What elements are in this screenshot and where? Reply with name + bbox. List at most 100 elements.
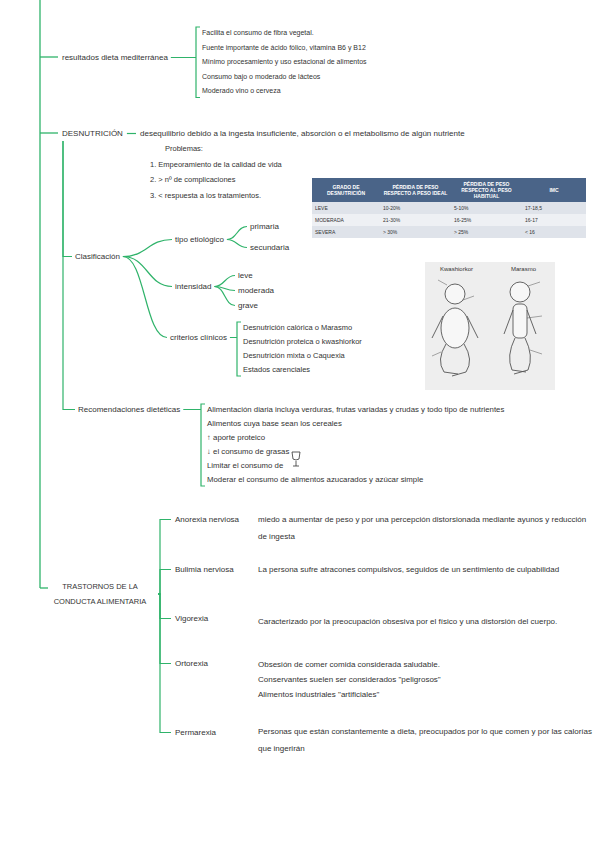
- node-text: Desnutrición calórica o Marasmo: [243, 321, 463, 335]
- mindmap-node: Alimentación diaria incluya verduras, fr…: [207, 403, 597, 487]
- bracket-connector: [183, 404, 205, 486]
- malnutrition-table: GRADO DE DESNUTRICIÓNPÉRDIDA DE PESO RES…: [312, 178, 586, 238]
- arms: [504, 310, 536, 334]
- branch-line: [158, 570, 171, 595]
- node-text: Estados carenciales: [243, 363, 463, 377]
- table-cell: 17-18,5: [522, 202, 586, 214]
- mindmap-node: Vigorexia: [175, 613, 208, 624]
- table-cell: 5-10%: [451, 202, 522, 214]
- table-cell: 10-20%: [380, 202, 451, 214]
- trunk-tick: [40, 132, 58, 133]
- branch-heading: Clasificación: [75, 251, 120, 262]
- node-text: Limitar el consumo de: [207, 459, 597, 473]
- branch-line: [123, 257, 172, 287]
- node-text: criterios clínicos: [170, 332, 227, 343]
- child-marasmo: [504, 282, 542, 374]
- node-text: primaria: [250, 221, 279, 232]
- trunk-tick: [40, 56, 58, 57]
- table-cell: LEVE: [312, 202, 380, 214]
- mindmap-node: Facilita el consumo de fibra vegetal.Fue…: [202, 26, 502, 99]
- mindmap-node: La persona sufre atracones compulsivos, …: [258, 561, 593, 578]
- node-text: Desnutrición mixta o Caquexia: [243, 349, 463, 363]
- trunk-line: [39, 0, 40, 588]
- node-text: Obsesión de comer comida considerada sal…: [258, 657, 593, 672]
- legs: [510, 338, 531, 374]
- node-text: Desnutrición proteica o kwashiorkor: [243, 335, 463, 349]
- node-text: DESNUTRICIÓN: [62, 128, 123, 139]
- branch-line: [227, 240, 247, 248]
- mindmap-node: Obsesión de comer comida considerada sal…: [258, 657, 593, 702]
- node-text: Conservantes suelen ser considerados "pe…: [258, 672, 593, 687]
- branch-line: [123, 240, 172, 257]
- mindmap-node: secundaria: [250, 242, 289, 253]
- mindmap-node: Desnutrición calórica o MarasmoDesnutric…: [243, 321, 463, 377]
- node-text: grave: [238, 300, 258, 311]
- topic-heading: DESNUTRICIÓN: [62, 128, 123, 139]
- table-cell: > 30%: [380, 226, 451, 238]
- node-text: Problemas:: [165, 141, 340, 157]
- node-text: Clasificación: [75, 251, 120, 262]
- glass-icon: [292, 452, 300, 466]
- node-text: Permarexia: [175, 727, 216, 738]
- mindmap-node: Personas que están constantemente a diet…: [258, 723, 593, 757]
- head: [445, 284, 465, 304]
- leader-lines: [527, 282, 542, 354]
- table-header-cell: IMC: [522, 178, 586, 202]
- node-text: Alimentos cuya base sean los cereales: [207, 417, 597, 431]
- bracket-connector: [171, 27, 200, 98]
- node-text: Consumo bajo o moderado de lácteos: [202, 70, 502, 85]
- node-text: Vigorexia: [175, 613, 208, 624]
- table-cell: MODERADA: [312, 214, 380, 226]
- node-text: Fuente importante de ácido fólico, vitam…: [202, 41, 502, 56]
- branch-line: [63, 141, 72, 257]
- mindmap-node: Caracterizado por la preocupación obsesi…: [258, 613, 593, 630]
- arms: [432, 316, 478, 338]
- mindmap-node: criterios clínicos: [170, 332, 227, 343]
- table-cell: < 16: [522, 226, 586, 238]
- node-text: Anorexia nerviosa: [175, 514, 239, 525]
- branch-line: [158, 594, 171, 733]
- node-text: moderada: [238, 285, 274, 296]
- branch-line: [63, 141, 75, 410]
- topic-heading: TRASTORNOS DE LA CONDUCTA ALIMENTARIA: [44, 579, 156, 609]
- illustration-caption: Kwashiorkor: [440, 266, 473, 272]
- branch-heading: Recomendaciones dietéticas: [78, 404, 180, 415]
- node-text: Alimentos industriales "artificiales": [258, 687, 593, 702]
- child-kwashiorkor: [432, 280, 478, 376]
- node-text: Caracterizado por la preocupación obsesi…: [258, 613, 593, 630]
- illustration: [425, 262, 555, 390]
- node-text: La persona sufre atracones compulsivos, …: [258, 561, 593, 578]
- table-cell: > 25%: [451, 226, 522, 238]
- node-text: ↑ aporte proteico: [207, 431, 597, 445]
- node-text: resultados dieta mediterránea: [62, 52, 168, 63]
- mindmap-node: tipo etiológico: [175, 234, 224, 245]
- table-cell: 16-25%: [451, 214, 522, 226]
- mindmap-node: primaria: [250, 221, 279, 232]
- table-header-cell: PÉRDIDA DE PESO RESPECTO AL PESO HABITUA…: [451, 178, 522, 202]
- topic-heading: resultados dieta mediterránea: [62, 52, 168, 63]
- mindmap-node: Bulimia nerviosa: [175, 564, 234, 575]
- node-text: Recomendaciones dietéticas: [78, 404, 180, 415]
- mindmap-node: intensidad: [175, 281, 211, 292]
- branch-line: [127, 133, 136, 134]
- branch-line: [123, 257, 167, 338]
- trunk-tick: [40, 587, 48, 588]
- node-text: desequilibrio debido a la ingesta insufi…: [140, 128, 595, 139]
- table-header-cell: PÉRDIDA DE PESO RESPECTO A PESO IDEAL: [380, 178, 451, 202]
- branch-line: [227, 227, 247, 240]
- table-cell: SEVERA: [312, 226, 380, 238]
- node-text: miedo a aumentar de peso y por una perce…: [258, 511, 593, 545]
- node-text: 1. Empeoramiento de la calidad de vida: [150, 157, 340, 173]
- mindmap-node: desequilibrio debido a la ingesta insufi…: [140, 128, 595, 139]
- swollen-belly: [441, 308, 469, 348]
- node-text: leve: [238, 270, 253, 281]
- node-text: Personas que están constantemente a diet…: [258, 723, 593, 757]
- node-text: Alimentación diaria incluya verduras, fr…: [207, 403, 597, 417]
- head: [510, 282, 530, 302]
- node-text: Moderado vino o cerveza: [202, 84, 502, 99]
- mindmap-node: miedo a aumentar de peso y por una perce…: [258, 511, 593, 545]
- node-text: Facilita el consumo de fibra vegetal.: [202, 26, 502, 41]
- node-text: Bulimia nerviosa: [175, 564, 234, 575]
- main-trunk: [40, 0, 58, 588]
